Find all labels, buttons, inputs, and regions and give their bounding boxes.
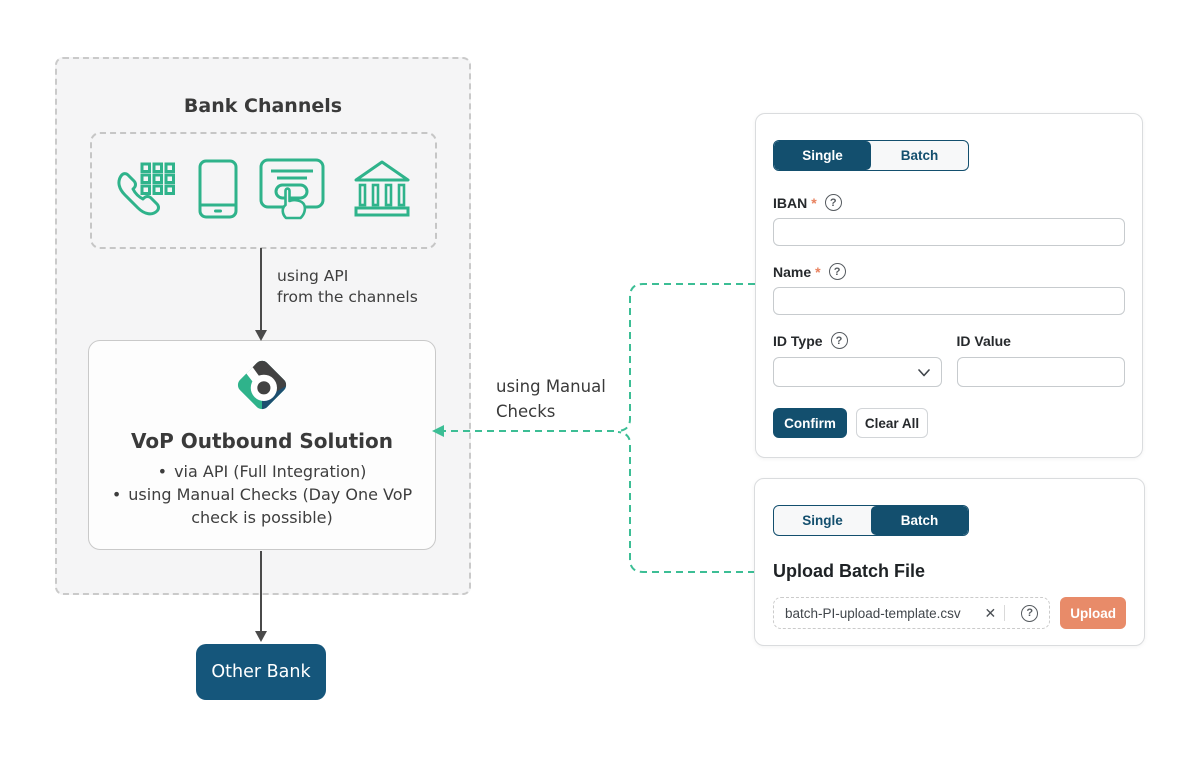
iban-input[interactable] xyxy=(773,218,1125,246)
single-check-form-panel: Single Batch IBAN * ? Name * ? ID Type ? xyxy=(755,113,1143,458)
help-icon[interactable]: ? xyxy=(830,332,848,349)
other-bank-node: Other Bank xyxy=(196,644,326,700)
help-icon[interactable]: ? xyxy=(828,263,846,280)
tab-single[interactable]: Single xyxy=(802,513,843,528)
name-label-row: Name * ? xyxy=(773,263,1125,280)
required-marker: * xyxy=(815,263,821,280)
iban-label: IBAN xyxy=(773,194,808,211)
single-batch-tabs: Single Batch xyxy=(773,505,969,536)
name-input[interactable] xyxy=(773,287,1125,315)
upload-batch-file-title: Upload Batch File xyxy=(773,561,926,581)
tab-single[interactable]: Single xyxy=(774,141,871,170)
divider xyxy=(1004,605,1006,621)
phone-keypad-icon xyxy=(114,161,176,221)
clear-file-icon[interactable]: ✕ xyxy=(984,604,997,621)
file-input[interactable]: batch-PI-upload-template.csv ✕ ? xyxy=(773,597,1051,629)
help-icon[interactable]: ? xyxy=(1021,604,1039,622)
file-upload-row: batch-PI-upload-template.csv ✕ ? Upload xyxy=(773,597,1126,629)
form-actions-row: Confirm Clear All xyxy=(773,408,1125,438)
id-fields-row: ID Type ? ID Value xyxy=(773,332,1125,387)
name-label: Name xyxy=(773,263,812,280)
clear-all-button[interactable]: Clear All xyxy=(856,408,928,438)
bank-channels-title: Bank Channels xyxy=(183,95,343,117)
chevron-down-icon xyxy=(917,369,930,377)
id-type-label: ID Type xyxy=(773,332,823,349)
api-connector-label: using API from the channels xyxy=(277,267,418,306)
vop-title: VoP Outbound Solution xyxy=(131,429,393,453)
iban-label-row: IBAN * ? xyxy=(773,194,1125,211)
id-value-input[interactable] xyxy=(956,357,1125,387)
id-type-select[interactable] xyxy=(773,357,942,387)
required-marker: * xyxy=(811,194,817,211)
vop-bullet-item: •using Manual Checks (Day One VoP check … xyxy=(111,485,413,527)
card-terminal-icon xyxy=(259,158,329,224)
bank-building-icon xyxy=(351,159,413,223)
mobile-phone-icon xyxy=(198,159,238,223)
vop-bullet-list: •via API (Full Integration) •using Manua… xyxy=(89,460,435,529)
manual-checks-connector xyxy=(442,283,755,573)
vop-outbound-solution-box: VoP Outbound Solution •via API (Full Int… xyxy=(88,340,436,550)
file-name: batch-PI-upload-template.csv xyxy=(785,605,961,621)
manual-checks-connector-label: using Manual Checks xyxy=(496,377,606,421)
single-batch-tabs: Single Batch xyxy=(773,140,969,171)
vop-bullet-item: •via API (Full Integration) xyxy=(157,462,367,481)
tab-batch[interactable]: Batch xyxy=(900,148,939,163)
confirm-button[interactable]: Confirm xyxy=(773,408,847,438)
vop-logo-icon xyxy=(89,355,435,419)
id-type-label-row: ID Type ? xyxy=(773,332,942,349)
channel-icons-row xyxy=(90,132,437,249)
batch-upload-form-panel: Single Batch Upload Batch File batch-PI-… xyxy=(754,478,1145,646)
help-icon[interactable]: ? xyxy=(824,194,842,211)
upload-button[interactable]: Upload xyxy=(1060,597,1126,629)
tab-batch[interactable]: Batch xyxy=(871,506,968,535)
id-value-label-row: ID Value xyxy=(957,332,1126,349)
id-value-label: ID Value xyxy=(956,332,1011,349)
